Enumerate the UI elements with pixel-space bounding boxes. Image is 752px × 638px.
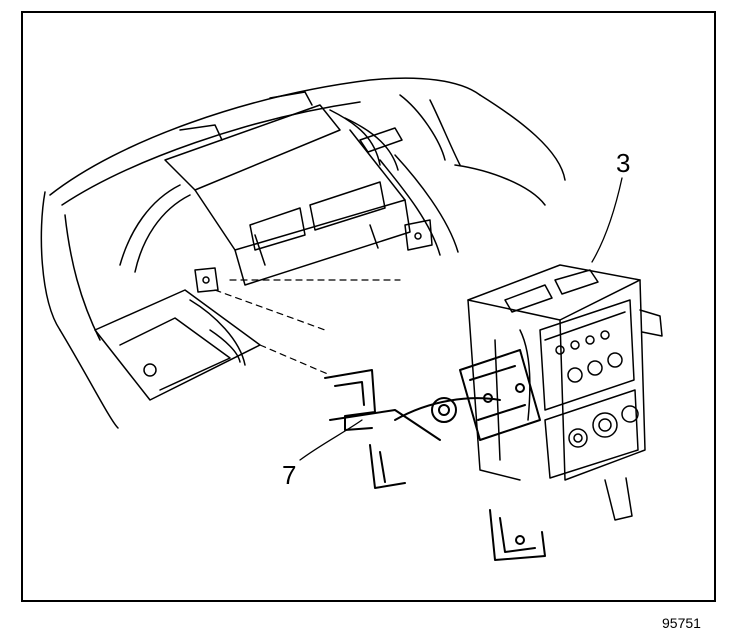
vent-hoses xyxy=(119,154,459,273)
control-head-assembly xyxy=(467,264,663,521)
alignment-dash-lines xyxy=(214,279,401,376)
mounting-bracket xyxy=(324,349,546,561)
heater-duct-assembly xyxy=(164,91,411,286)
callout-label-7: 7 xyxy=(282,460,297,490)
callout-label-3: 3 xyxy=(616,148,631,178)
instrument-panel-outline xyxy=(40,77,566,429)
callout-leader-lines xyxy=(299,177,623,461)
diagram-frame xyxy=(21,11,716,602)
figure-number: 95751 xyxy=(662,615,701,631)
